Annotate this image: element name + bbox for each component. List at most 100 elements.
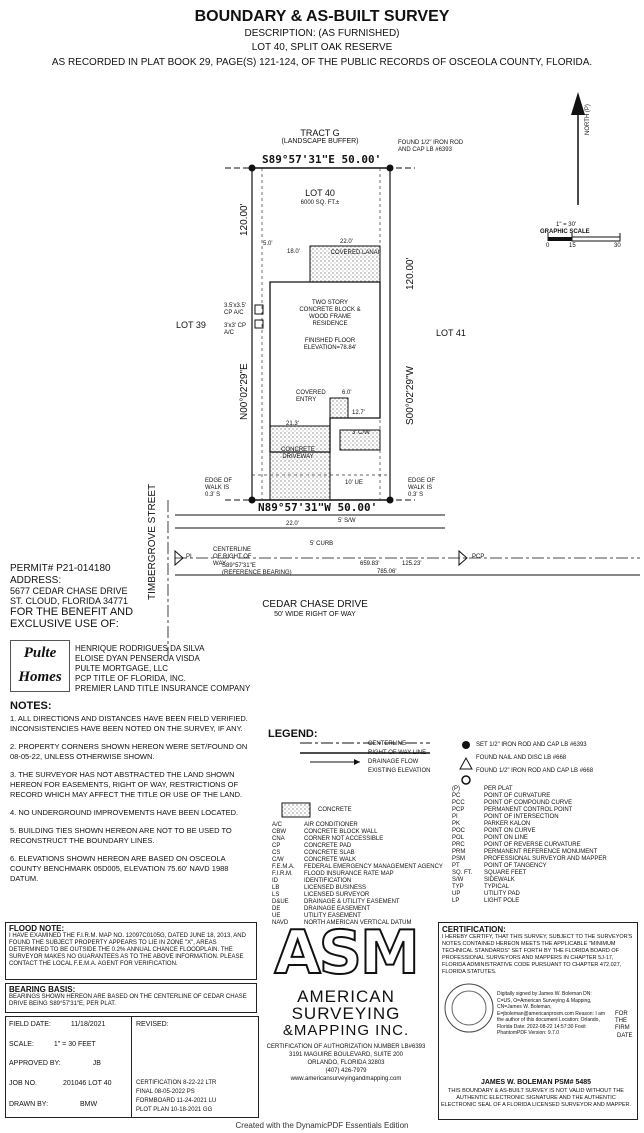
abbreviation-row: F.E.M.A.FEDERAL EMERGENCY MANAGEMENT AGE… [272,864,452,871]
abbreviation-code: CNA [272,836,285,842]
surveyor-seal-icon [444,983,494,1033]
revised-label: REVISED: [136,1021,169,1028]
dim-label: 21.3' [286,421,299,427]
legend-symbol-labels: SET 1/2" IRON ROD AND CAP LB #6393 FOUND… [476,741,636,780]
east-bearing: S00°02'29"W [405,366,416,425]
address-label: ADDRESS: [10,575,62,586]
north-bearing: S89°57'31"E 50.00' [262,153,382,166]
lot40-area: 6000 SQ. FT.± [300,200,340,206]
abbreviation-meaning: LICENSED SURVEYOR [304,892,370,898]
benefit-label: FOR THE BENEFIT AND EXCLUSIVE USE OF: [10,606,134,630]
ac-pad-label: 3.5'x3.5' CP A/C [224,303,246,316]
party-name: PREMIER LAND TITLE INSURANCE COMPANY [75,684,251,693]
abbreviation-code: S/W [452,877,464,883]
tract-sub: (LANDSCAPE BUFFER) [281,138,359,145]
abbreviation-meaning: IDENTIFICATION [304,878,352,884]
reference-bearing: S89°57'31"E (REFERENCE BEARING) [222,563,292,576]
revision-item: PLOT PLAN 10-18-2021 GG [136,1107,213,1113]
abbreviation-code: A/C [272,822,283,828]
flood-note-box: FLOOD NOTE: I HAVE EXAMINED THE F.I.R.M.… [5,922,257,980]
abbreviation-meaning: UTILITY PAD [484,891,520,897]
abbreviation-meaning: SIDEWALK [484,877,515,883]
south-bearing: N89°57'31"W 50.00' [258,501,378,514]
abbreviation-row: S/W SIDEWALK [452,877,638,884]
field-date-value: 11/18/2021 [70,1021,106,1028]
symbol-label: FOUND NAIL AND DISC LB #668 [476,755,567,761]
dim-label: 6.0' [342,390,352,396]
company-address-2: ORLANDO, FLORIDA 32803 [307,1060,385,1066]
abbreviation-meaning: CONCRETE PAD [304,843,352,849]
abbreviation-meaning: CONCRETE WALK [304,857,357,863]
abbreviation-row: SQ. FT.SQUARE FEET [452,870,638,877]
abbreviation-meaning: POINT OF CURVATURE [484,793,551,799]
abbreviation-meaning: LICENSED BUSINESS [304,885,367,891]
bearing-text: BEARINGS SHOWN HEREON ARE BASED ON THE C… [9,994,247,1007]
dim-label: 18.0' [287,249,300,255]
scale-row-value: 1" = 30 FEET [53,1041,96,1048]
date-label: DATE [617,1033,633,1039]
lot40-label: LOT 40 [305,188,335,198]
pi-label: PI [186,554,192,560]
east-distance: 120.00' [405,257,416,291]
abbreviation-meaning: CONCRETE BLOCK WALL [304,829,378,835]
abbreviation-code: F.E.M.A. [272,864,295,870]
walk-right-label: EDGE OF WALK IS 0.3' S [408,478,436,498]
abbreviation-code: D&UE [272,899,289,905]
abbreviation-meaning: POINT ON LINE [484,835,528,841]
permit-number: PERMIT# P21-014180 [10,563,111,574]
abbreviation-code: TYP [452,884,464,890]
utility-easement-label: 10' UE [345,480,363,486]
concrete-legend-label: CONCRETE [318,807,352,813]
legend-lines: CENTERLINE RIGHT OF WAY LINE DRAINAGE FL… [368,740,430,776]
note-item: 3. THE SURVEYOR HAS NOT ABSTRACTED THE L… [10,770,243,799]
scale-tick: 0 [546,243,550,249]
house-footprint [254,245,381,501]
abbreviation-meaning: CONCRETE SLAB [304,850,355,856]
approved-value: JB [92,1060,101,1067]
abbreviation-meaning: POINT ON CURVE [484,828,536,834]
notes-list: 1. ALL DIRECTIONS AND DISTANCES HAVE BEE… [10,714,252,884]
lot-line: LOT 40, SPLIT OAK RESERVE [251,42,393,53]
found-iron-label: FOUND 1/2" IRON ROD AND CAP LB #6393 [398,140,464,153]
scale-label: GRAPHIC SCALE [540,229,590,235]
abbreviation-row: POC POINT ON CURVE [452,828,638,835]
abbreviation-code: POC [452,828,466,834]
distance-label: 659.83' [360,561,380,567]
abbreviation-code: PI [452,814,458,820]
abbreviation-meaning: PARKER KALON [484,821,531,827]
party-name: PULTE MORTGAGE, LLC [75,664,169,673]
north-label: NORTH (P) [585,104,591,135]
abbreviation-meaning: NORTH AMERICAN VERTICAL DATUM [304,920,412,926]
abbreviation-meaning: TYPICAL [484,884,510,890]
abbreviation-code: PCC [452,800,465,806]
abbreviation-meaning: PER PLAT [484,786,513,792]
legend-line-label: CENTERLINE [368,741,407,747]
abbreviation-code: POL [452,835,465,841]
abbreviation-code: UE [272,913,281,919]
parties-list: HENRIQUE RODRIGUES DA SILVA ELOISE DYAN … [75,644,250,694]
notes-title: NOTES: [10,700,52,712]
dim-label: 22.0' [340,239,353,245]
validity-disclaimer: THIS BOUNDARY & AS-BUILT SURVEY IS NOT V… [440,1088,632,1108]
legend-line-label: RIGHT OF WAY LINE [368,750,427,756]
revision-item: CERTIFICATION 8-22-22 LTR [136,1080,217,1086]
ac-pad-label-2: 3'x3' CP A/C [224,323,246,336]
abbreviation-meaning: PROFESSIONAL SURVEYOR AND MAPPER [484,856,607,862]
abbreviation-code: (P) [452,786,460,792]
abbreviation-row: POL POINT ON LINE [452,835,638,842]
dim-label: 22.0' [286,521,299,527]
description-line: DESCRIPTION: (AS FURNISHED) [244,28,400,39]
legend-title: LEGEND: [268,728,318,740]
symbol-label: SET 1/2" IRON ROD AND CAP LB #6393 [476,742,587,748]
